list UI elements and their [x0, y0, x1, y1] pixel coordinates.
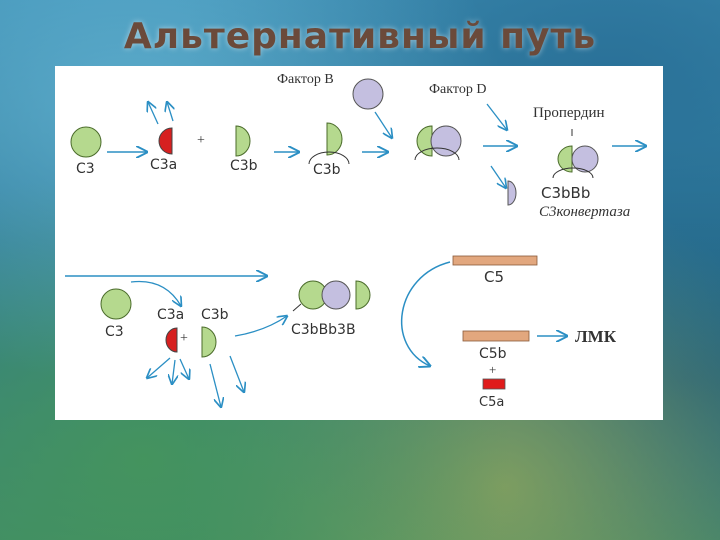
c3b-top-label: C3b: [230, 158, 258, 174]
plus-bottom: +: [180, 331, 188, 346]
c3b-bottom-shape: [201, 326, 217, 358]
c3b-top-shape: [235, 125, 251, 157]
ba-fragment: [507, 180, 517, 206]
membrane-arc-2: [414, 147, 460, 161]
arrow-factor-d-down: [486, 103, 507, 130]
arrow-c3-bottom-curve: [130, 280, 181, 307]
c3-bottom-circle: [100, 288, 132, 320]
membrane-arc-3: [552, 167, 594, 179]
properdin-label: Пропердин: [533, 105, 605, 121]
arrow-to-c3bbb3b: [234, 316, 287, 337]
complex-purple-circle: [430, 125, 462, 157]
c3bbb3b-label: C3bBb3B: [291, 322, 356, 338]
membrane-arc-1: [308, 151, 350, 165]
scatter-arrow-2: [172, 359, 175, 384]
complex-green-half: [416, 125, 433, 157]
scatter-arrow-5: [229, 355, 244, 392]
c3-bottom-label: C3: [105, 324, 124, 340]
slide-title: Альтернативный путь: [123, 16, 597, 57]
c3-top-label: C3: [76, 161, 95, 177]
c3a-release-arrow-1: [148, 102, 159, 125]
c3a-bottom-label: C3a: [157, 307, 185, 323]
scatter-arrow-3: [179, 358, 189, 379]
c3b-bottom-label: C3b: [201, 307, 229, 323]
c5a-block: [482, 378, 506, 390]
c5a-label: C5a: [479, 395, 505, 410]
mac-label: ЛМК: [575, 327, 617, 346]
arrow-factor-b-down: [374, 111, 392, 138]
c3a-top-label: C3a: [150, 157, 178, 173]
plus-c5: +: [489, 362, 497, 377]
c3bbb3b-purple: [321, 280, 351, 310]
c3bbb3b-tick: [292, 303, 302, 312]
pathway-diagram: [65, 78, 663, 420]
scatter-arrow-4: [209, 363, 221, 407]
arrow-big-curve: [400, 261, 451, 366]
c3-top-circle: [70, 126, 102, 158]
diagram-panel: Фактор В Фактор D Пропердин C3 C3a + C3b…: [55, 66, 663, 420]
c5-label: C5: [484, 268, 505, 286]
c5b-bar: [462, 330, 530, 342]
factor-b-circle: [352, 78, 384, 110]
c3a-release-arrow-2: [167, 102, 173, 122]
c3bbb-green-half: [557, 145, 573, 173]
c3bbb-label: C3bBb: [541, 184, 591, 202]
c3a-fragment-top: [158, 127, 173, 155]
c5b-label: C5b: [479, 346, 507, 362]
c3bbb-purple-circle: [571, 145, 599, 173]
c3bbb3b-green-right: [355, 280, 371, 310]
scatter-arrow-1: [147, 357, 171, 378]
c3b-bound-label: C3b: [313, 162, 341, 178]
c5-bar: [452, 255, 538, 266]
factor-b-label: Фактор В: [277, 72, 334, 87]
c3b-bound-shape: [326, 122, 343, 156]
plus-top: +: [197, 133, 205, 148]
c3a-fragment-bottom: [165, 327, 178, 353]
c3-convertase-label: C3конвертаза: [539, 204, 631, 220]
arrow-bb-release: [490, 165, 506, 188]
factor-d-label: Фактор D: [429, 82, 487, 97]
